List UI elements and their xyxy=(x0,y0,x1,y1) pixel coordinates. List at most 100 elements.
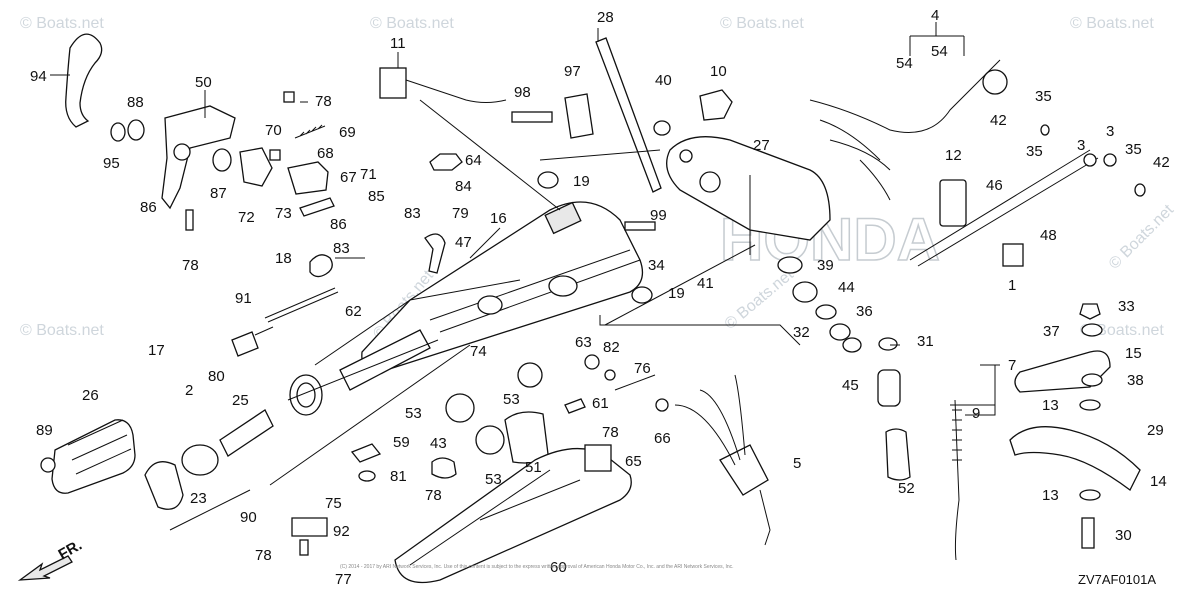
callout-11: 11 xyxy=(390,35,406,52)
callout-54: 54 xyxy=(931,43,948,60)
callout-52: 52 xyxy=(898,480,915,497)
callout-13: 13 xyxy=(1042,487,1059,504)
callout-72: 72 xyxy=(238,209,255,226)
callout-78: 78 xyxy=(315,93,332,110)
callout-82: 82 xyxy=(603,339,620,356)
callout-53: 53 xyxy=(503,391,520,408)
callout-87: 87 xyxy=(210,185,227,202)
callout-68: 68 xyxy=(317,145,334,162)
callout-31: 31 xyxy=(917,333,934,350)
callout-41: 41 xyxy=(697,275,714,292)
diagram-code: ZV7AF0101A xyxy=(1078,572,1156,587)
callout-14: 14 xyxy=(1150,473,1167,490)
watermark: © Boats.net xyxy=(720,15,804,32)
watermark: © Boats.net xyxy=(20,15,104,32)
callout-92: 92 xyxy=(333,523,350,540)
callout-83: 83 xyxy=(333,240,350,257)
callout-51: 51 xyxy=(525,459,542,476)
callout-46: 46 xyxy=(986,177,1003,194)
callout-64: 64 xyxy=(465,152,482,169)
callout-89: 89 xyxy=(36,422,53,439)
callout-26: 26 xyxy=(82,387,99,404)
callout-70: 70 xyxy=(265,122,282,139)
callout-3: 3 xyxy=(1106,123,1114,140)
callout-3: 3 xyxy=(1077,137,1085,154)
callout-16: 16 xyxy=(490,210,507,227)
watermark: © Boats.net xyxy=(20,322,104,339)
callout-88: 88 xyxy=(127,94,144,111)
callout-33: 33 xyxy=(1118,298,1135,315)
callout-61: 61 xyxy=(592,395,609,412)
callout-25: 25 xyxy=(232,392,249,409)
callout-5: 5 xyxy=(793,455,801,472)
callout-27: 27 xyxy=(753,137,770,154)
callout-78: 78 xyxy=(602,424,619,441)
callout-59: 59 xyxy=(393,434,410,451)
callout-38: 38 xyxy=(1127,372,1144,389)
callout-86: 86 xyxy=(330,216,347,233)
leader-lines xyxy=(50,22,1000,531)
callout-37: 37 xyxy=(1043,323,1060,340)
callout-17: 17 xyxy=(148,342,165,359)
callout-98: 98 xyxy=(514,84,531,101)
callout-63: 63 xyxy=(575,334,592,351)
callout-50: 50 xyxy=(195,74,212,91)
callout-9: 9 xyxy=(972,405,980,422)
callout-23: 23 xyxy=(190,490,207,507)
callout-15: 15 xyxy=(1125,345,1142,362)
callout-32: 32 xyxy=(793,324,810,341)
callout-78: 78 xyxy=(182,257,199,274)
watermark: © Boats.net xyxy=(1080,322,1164,339)
callout-80: 80 xyxy=(208,368,225,385)
watermark: © Boats.net xyxy=(370,15,454,32)
callout-60: 60 xyxy=(550,559,567,576)
callout-7: 7 xyxy=(1008,357,1016,374)
callout-1: 1 xyxy=(1008,277,1016,294)
callout-45: 45 xyxy=(842,377,859,394)
callout-39: 39 xyxy=(817,257,834,274)
callout-12: 12 xyxy=(945,147,962,164)
callout-75: 75 xyxy=(325,495,342,512)
callout-18: 18 xyxy=(275,250,292,267)
watermark: © Boats.net xyxy=(1070,15,1154,32)
callout-35: 35 xyxy=(1035,88,1052,105)
callout-83: 83 xyxy=(404,205,421,222)
callout-62: 62 xyxy=(345,303,362,320)
callout-78: 78 xyxy=(425,487,442,504)
callout-29: 29 xyxy=(1147,422,1164,439)
callout-94: 94 xyxy=(30,68,47,85)
callout-42: 42 xyxy=(990,112,1007,129)
callout-90: 90 xyxy=(240,509,257,526)
callout-85: 85 xyxy=(368,188,385,205)
callout-81: 81 xyxy=(390,468,407,485)
callout-44: 44 xyxy=(838,279,855,296)
watermark: © Boats.net xyxy=(1106,201,1178,273)
callout-76: 76 xyxy=(634,360,651,377)
callout-73: 73 xyxy=(275,205,292,222)
callout-84: 84 xyxy=(455,178,472,195)
callout-35: 35 xyxy=(1026,143,1043,160)
callout-labels: 1 2 3 3 4 5 7 9 10 11 12 13 13 14 15 16 … xyxy=(30,7,1170,588)
callout-19: 19 xyxy=(573,173,590,190)
callout-99: 99 xyxy=(650,207,667,224)
callout-35: 35 xyxy=(1125,141,1142,158)
callout-43: 43 xyxy=(430,435,447,452)
callout-67: 67 xyxy=(340,169,357,186)
callout-66: 66 xyxy=(654,430,671,447)
callout-48: 48 xyxy=(1040,227,1057,244)
callout-19: 19 xyxy=(668,285,685,302)
callout-10: 10 xyxy=(710,63,727,80)
callout-65: 65 xyxy=(625,453,642,470)
callout-40: 40 xyxy=(655,72,672,89)
callout-13: 13 xyxy=(1042,397,1059,414)
callout-86: 86 xyxy=(140,199,157,216)
callout-36: 36 xyxy=(856,303,873,320)
callout-30: 30 xyxy=(1115,527,1132,544)
callout-77: 77 xyxy=(335,571,352,588)
callout-91: 91 xyxy=(235,290,252,307)
callout-53: 53 xyxy=(485,471,502,488)
callout-47: 47 xyxy=(455,234,472,251)
watermark: © Boats.net xyxy=(722,266,798,333)
callout-78: 78 xyxy=(255,547,272,564)
